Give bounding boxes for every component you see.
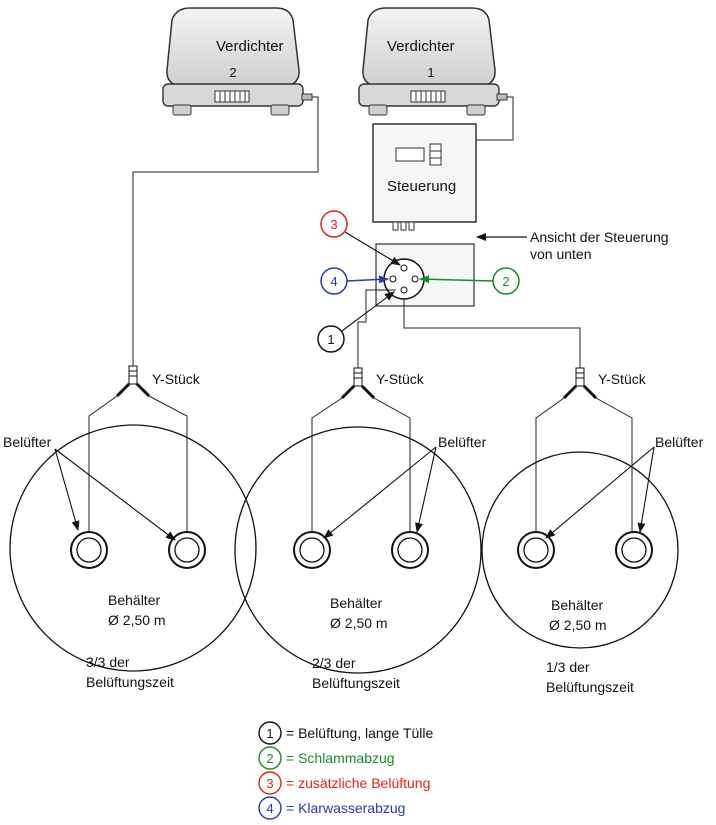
controller-label: Steuerung: [387, 178, 456, 195]
legend-4-text: = Klarwasserabzug: [286, 800, 405, 816]
legend-item: 4 = Klarwasserabzug: [258, 796, 405, 820]
legend-4-number: 4: [266, 801, 273, 816]
controller: Steuerung: [372, 123, 477, 231]
tank-2-label: Behälter: [330, 595, 382, 611]
y-piece-label-3: Y-Stück: [598, 371, 647, 387]
legend: 1 = Belüftung, lange Tülle 2 = Schlammab…: [258, 721, 433, 820]
bottom-view-label-1: Ansicht der Steuerung: [530, 229, 669, 245]
compressor-2-number: 2: [229, 65, 236, 80]
hose-tank-2: [357, 289, 396, 368]
tank-2-share-1: 2/3 der: [312, 655, 356, 671]
compressor-1-number: 1: [427, 65, 434, 80]
tank-3-share-2: Belüftungszeit: [546, 679, 634, 695]
legend-3-icon: [258, 771, 282, 795]
compressor-1-label: Verdichter: [387, 38, 455, 55]
tank-1-diameter: Ø 2,50 m: [108, 612, 166, 628]
tank-2: [234, 367, 482, 674]
y-piece-icon: [340, 367, 376, 400]
tank-1: [9, 365, 257, 672]
power-cable: [476, 96, 514, 141]
legend-item: 1 = Belüftung, lange Tülle: [258, 721, 433, 745]
tank-1-share-1: 3/3 der: [86, 654, 130, 670]
port-1-icon: [317, 325, 345, 353]
y-piece-icon: [562, 367, 598, 400]
port-4-number: 4: [330, 274, 337, 289]
y-piece-icon: [115, 365, 151, 398]
legend-3-text: = zusätzliche Belüftung: [286, 775, 430, 791]
controller-bottom-view: [375, 243, 475, 307]
tank-3-diameter: Ø 2,50 m: [549, 617, 607, 633]
aerator-label-1: Belüfter: [3, 434, 52, 450]
legend-1-text: = Belüftung, lange Tülle: [286, 725, 433, 741]
compressor-1: Verdichter 1: [358, 7, 508, 116]
legend-2-text: = Schlammabzug: [286, 750, 395, 766]
legend-1-number: 1: [266, 726, 273, 741]
compressor-2-label: Verdichter: [216, 38, 284, 55]
tank-1-label: Behälter: [108, 592, 160, 608]
tank-2-diameter: Ø 2,50 m: [330, 615, 388, 631]
y-piece-label-2: Y-Stück: [376, 371, 425, 387]
tank-3: [481, 367, 679, 649]
bottom-view-label-2: von unten: [530, 246, 592, 262]
hose-compressor-2: [132, 96, 319, 366]
legend-2-icon: [258, 746, 282, 770]
y-piece-label-1: Y-Stück: [152, 371, 201, 387]
tank-1-share-2: Belüftungszeit: [86, 674, 174, 690]
legend-2-number: 2: [266, 751, 273, 766]
port-1-number: 1: [327, 332, 334, 347]
aerator-label-3: Belüfter: [655, 434, 704, 450]
tank-2-share-2: Belüftungszeit: [312, 675, 400, 691]
port-2-number: 2: [502, 274, 509, 289]
port-3-number: 3: [330, 217, 337, 232]
legend-item: 3 = zusätzliche Belüftung: [258, 771, 430, 795]
legend-4-icon: [258, 796, 282, 820]
port-3-icon: [320, 210, 348, 238]
aerator-label-2: Belüfter: [438, 434, 487, 450]
compressor-2: Verdichter 2: [162, 7, 313, 116]
hose-tank-3: [403, 299, 581, 368]
legend-3-number: 3: [266, 776, 273, 791]
tank-3-label: Behälter: [551, 597, 603, 613]
legend-item: 2 = Schlammabzug: [258, 746, 395, 770]
tank-3-share-1: 1/3 der: [546, 659, 590, 675]
legend-1-icon: [258, 721, 282, 745]
